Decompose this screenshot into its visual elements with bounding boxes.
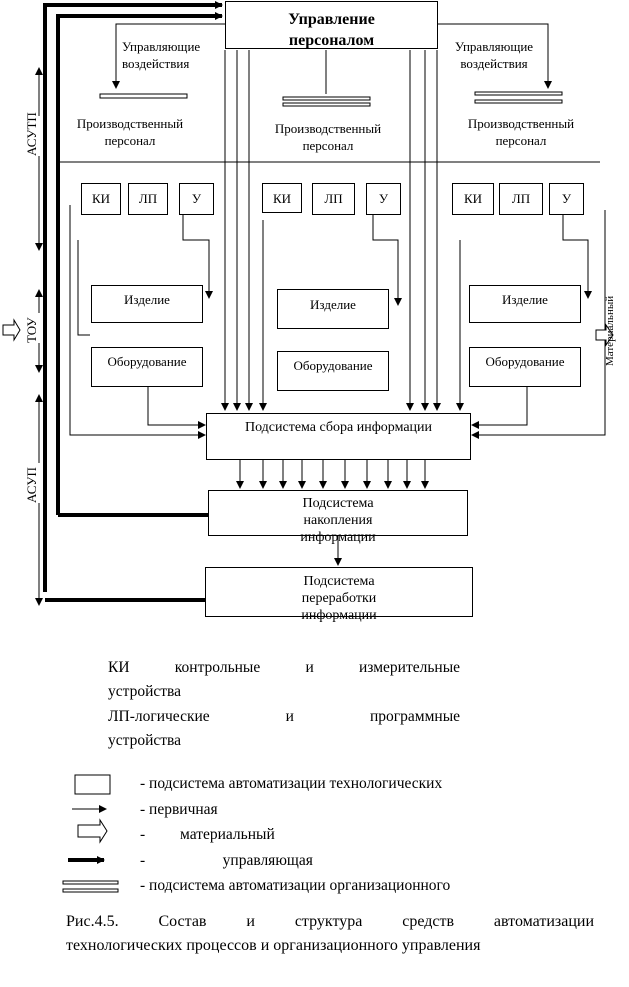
abbrev-lp-line1: ЛП-логические и программные bbox=[108, 708, 460, 725]
equipment-box-3: Оборудование bbox=[469, 347, 581, 387]
product-box-2: Изделие bbox=[277, 289, 389, 329]
materials-label: Материальный bbox=[604, 295, 616, 366]
control-line-1 bbox=[43, 1, 223, 592]
rectangle-icon bbox=[74, 774, 111, 795]
personnel-label-2: Производственный персонал bbox=[272, 120, 384, 154]
personnel-label-1: Производственный персонал bbox=[74, 115, 186, 149]
tou-label: ТОУ bbox=[24, 313, 40, 343]
ki-box-3: КИ bbox=[452, 183, 494, 215]
lp-box-2: ЛП bbox=[312, 183, 355, 215]
legend-item-org-subsystem: - подсистема автоматизации организационн… bbox=[140, 877, 451, 894]
material-in-arrow bbox=[2, 318, 21, 342]
info-collection-box: Подсистема сбора информации bbox=[206, 413, 471, 460]
info-accumulation-box: Подсистема накопления информации bbox=[208, 490, 468, 545]
legend-item-primary: - первичная bbox=[140, 801, 218, 818]
personnel-management-box: Управление персоналом bbox=[225, 1, 438, 49]
caption-line-2: технологических процессов и организацион… bbox=[66, 937, 481, 954]
equipment-box-1: Оборудование bbox=[91, 347, 203, 387]
product-box-3: Изделие bbox=[469, 285, 581, 323]
material-out-arrow bbox=[595, 323, 614, 347]
lp-box-3: ЛП bbox=[499, 183, 543, 215]
control-actions-label-left: Управляющие воздействия bbox=[122, 38, 214, 72]
caption-line-1: Рис.4.5. Состав и структура средств авто… bbox=[66, 913, 594, 930]
product-box-1: Изделие bbox=[91, 285, 203, 323]
abbrev-lp-line2: устройства bbox=[108, 732, 182, 749]
abbrev-ki-line1: КИ контрольные и измерительные bbox=[108, 659, 460, 676]
u-box-2: У bbox=[366, 183, 401, 215]
double-line-icon bbox=[62, 880, 119, 885]
figure-caption: Рис.4.5. Состав и структура средств авто… bbox=[66, 910, 594, 958]
legend-item-material: - материальный bbox=[140, 826, 275, 843]
u-box-1: У bbox=[179, 183, 214, 215]
lp-box-1: ЛП bbox=[128, 183, 168, 215]
asup-label: АСУП bbox=[24, 463, 40, 503]
legend-item-control: - управляющая bbox=[140, 852, 313, 869]
ki-box-2: КИ bbox=[262, 183, 302, 213]
abbrev-ki-line2: устройства bbox=[108, 683, 182, 700]
equipment-box-2: Оборудование bbox=[277, 351, 389, 391]
u-box-3: У bbox=[549, 183, 584, 215]
ki-box-1: КИ bbox=[81, 183, 121, 215]
hollow-arrow-icon bbox=[77, 818, 108, 844]
personnel-label-3: Производственный персонал bbox=[465, 115, 577, 149]
asutp-label: АСУТП bbox=[24, 112, 40, 156]
legend-item-tech-subsystem: - подсистема автоматизации технологическ… bbox=[140, 775, 443, 792]
control-actions-label-right: Управляющие воздействия bbox=[448, 38, 540, 72]
info-processing-box: Подсистема переработки информации bbox=[205, 567, 473, 623]
control-line-2 bbox=[56, 12, 223, 515]
